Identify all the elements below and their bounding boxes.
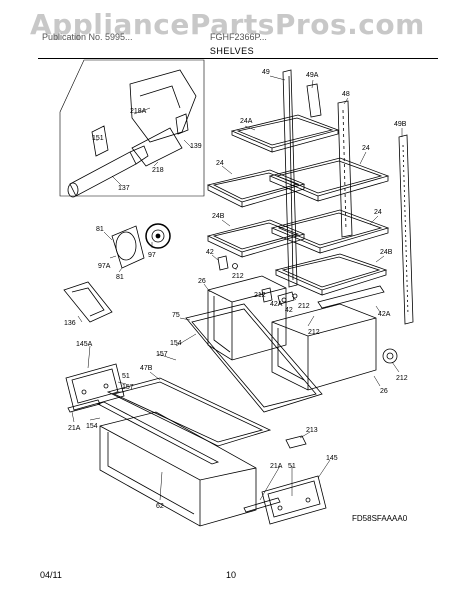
callout-26-right: 26: [380, 388, 388, 395]
front-trim-154: [96, 401, 220, 465]
rail-left-front: [282, 69, 298, 288]
light-lens-151: [91, 125, 109, 157]
rail-right-rear: [337, 100, 353, 238]
callout-42-center: 42: [285, 307, 293, 314]
rail-left-rear: [306, 83, 322, 118]
filter-cartridge-137: [67, 145, 149, 198]
callout-42a-center: 42A: [270, 301, 283, 308]
header: AppliancePartsPros.com Publication No. 5…: [0, 0, 464, 56]
bracket-42-left: [217, 255, 238, 271]
shelf-24-right-upper: [268, 157, 390, 202]
callout-218a: 218A: [130, 108, 147, 115]
callout-218: 218: [152, 167, 164, 174]
rail-right-front: [398, 134, 414, 325]
callout-24a: 24A: [240, 118, 253, 125]
callout-157-lower: 157: [122, 384, 134, 391]
side-cover-145a: [65, 363, 125, 411]
callout-75: 75: [172, 312, 180, 319]
callout-42a-right: 42A: [378, 311, 391, 318]
callout-labels: 49 49A 48 49B 24A 24 24 24B 24 24B 151 2…: [64, 69, 408, 510]
callout-139: 139: [190, 143, 202, 150]
fan-motor-81: [111, 225, 145, 269]
callout-145a: 145A: [76, 341, 93, 348]
callout-47b: 47B: [140, 365, 153, 372]
callout-48: 48: [342, 91, 350, 98]
footer-date: 04/11: [40, 570, 62, 580]
bottom-drawer-62: [99, 411, 257, 527]
callout-24b-right: 24B: [380, 249, 393, 256]
shelf-24b-right: [274, 253, 388, 296]
callout-213: 213: [306, 427, 318, 434]
crisper-cover-frame: [185, 303, 323, 413]
callout-51-right: 51: [288, 463, 296, 470]
leader-lines: [71, 75, 403, 501]
callout-212-b: 212: [254, 292, 266, 299]
drawer-rail-42a: [317, 285, 385, 309]
callout-212-d: 212: [308, 329, 320, 336]
side-cover-145: [261, 475, 327, 525]
page-number: 10: [226, 570, 237, 580]
slide-21a-right: [243, 497, 281, 513]
callout-21a-right: 21A: [270, 463, 283, 470]
shelf-24-right-lower: [270, 209, 390, 254]
roller-212: [382, 348, 398, 364]
callout-24-upper-right: 24: [362, 145, 370, 152]
callout-81-upper: 81: [96, 226, 104, 233]
callout-154-lower: 154: [86, 423, 98, 430]
callout-51-left: 51: [122, 373, 130, 380]
callout-136: 136: [64, 320, 76, 327]
crisper-cover-glass-47b: [106, 377, 272, 447]
watermark: AppliancePartsPros.com: [30, 8, 425, 41]
filter-housing-218: [131, 127, 183, 167]
callout-212-e: 212: [396, 375, 408, 382]
crisper-drawer-right: [271, 303, 377, 391]
fan-blade-97: [145, 223, 171, 249]
clip-213: [285, 435, 307, 449]
shelf-24-left-upper: [206, 169, 306, 208]
callout-26-left: 26: [198, 278, 206, 285]
callout-42-left: 42: [206, 249, 214, 256]
bracket-42-center: [261, 287, 298, 305]
callout-81-lower: 81: [116, 274, 124, 281]
callout-21a-left: 21A: [68, 425, 81, 432]
crisper-drawer-left: [207, 275, 287, 361]
callout-62: 62: [156, 503, 164, 510]
model-number: FGHF2366P...: [210, 32, 267, 42]
callout-24-upper-left: 24: [216, 160, 224, 167]
callout-137: 137: [118, 185, 130, 192]
callout-97a: 97A: [98, 263, 111, 270]
callout-154-upper: 154: [170, 340, 182, 347]
header-rule: [38, 58, 438, 59]
callout-49a: 49A: [306, 72, 319, 79]
callout-49b: 49B: [394, 121, 407, 128]
callout-212-a: 212: [232, 273, 244, 280]
section-title: SHELVES: [209, 46, 255, 56]
publication-number: Publication No. 5995...: [42, 32, 133, 42]
callout-151: 151: [92, 135, 104, 142]
callout-24b-left: 24B: [212, 213, 225, 220]
slide-21a-left: [67, 399, 101, 413]
duct-cover-136: [63, 281, 113, 323]
figure-code: FD58SFAAAA0: [352, 514, 408, 523]
callout-212-c: 212: [298, 303, 310, 310]
callout-49: 49: [262, 69, 270, 76]
shelf-24a: [230, 114, 340, 153]
inset-frame: [59, 59, 205, 197]
control-housing: [129, 69, 197, 143]
callout-97: 97: [148, 252, 156, 259]
callout-157-upper: 157: [156, 351, 168, 358]
callout-24-lower-right: 24: [374, 209, 382, 216]
shelf-24b-left: [206, 219, 306, 258]
callout-145: 145: [326, 455, 338, 462]
